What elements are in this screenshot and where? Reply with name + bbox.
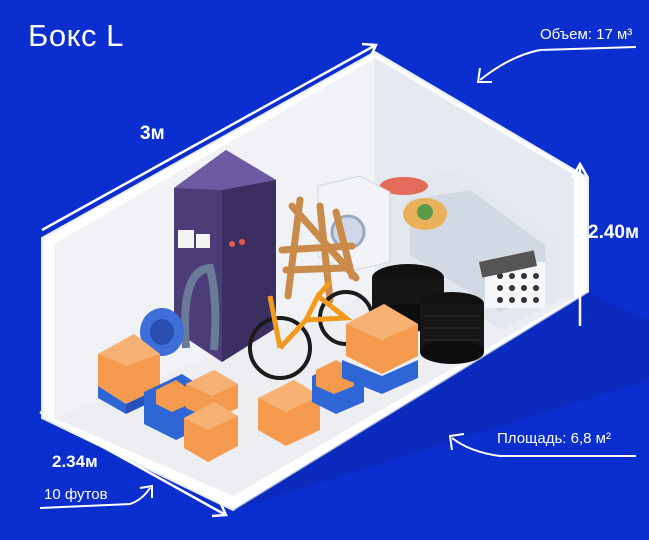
box-title: Бокс L (28, 18, 124, 53)
height-arrow (570, 161, 590, 326)
feet-label: 10 футов (44, 486, 108, 503)
height-label: 2.40м (588, 222, 640, 243)
area-label: Площадь: 6,8 м² (497, 430, 611, 447)
volume-pointer-arrow (476, 46, 637, 83)
vacuum-cleaner (140, 263, 220, 356)
cardboard-boxes (98, 304, 418, 462)
server-cabinet (174, 150, 276, 362)
area-pointer-arrow (448, 433, 636, 457)
length-label: 3м (140, 123, 165, 144)
sofa (380, 170, 560, 330)
depth-label: 2.34м (52, 452, 98, 471)
feet-pointer-arrow (39, 484, 153, 509)
room-shadow (233, 292, 649, 510)
depth-arrow (39, 410, 228, 518)
volume-label: Объем: 17 м³ (540, 26, 633, 43)
length-arrow (41, 42, 378, 232)
